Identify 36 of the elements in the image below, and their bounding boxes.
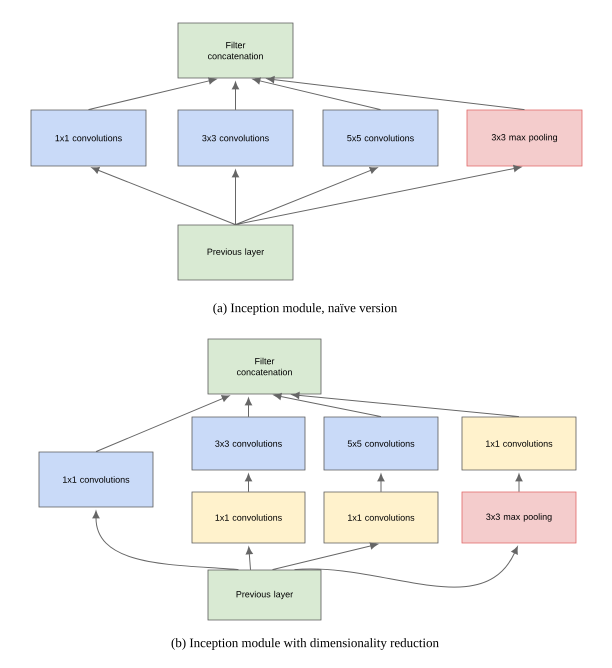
caption: (b) Inception module with dimensionality reduction [172,638,439,650]
layer-box: Previous layer [178,224,294,280]
layer-box: Filter concatenation [178,22,294,78]
arrow [274,392,382,418]
arrow [91,166,236,226]
layer-box: Filter concatenation [208,338,322,394]
arrow [235,165,522,226]
arrow [252,77,381,110]
convolution-box: 1x1 convolutions [324,492,438,544]
arrow [92,510,239,570]
arrow [244,474,252,492]
pooling-box: 3x3 max pooling [462,492,576,544]
convolution-box: 3x3 convolutions [178,110,294,166]
arrow [96,395,230,452]
arrow [272,542,378,570]
arrow [88,77,216,110]
convolution-box: 1x1 convolutions [192,492,306,544]
arrow [232,170,240,226]
pooling-box: 3x3 max pooling [466,110,582,166]
convolution-box: 5x5 convolutions [324,416,438,470]
convolution-box: 3x3 convolutions [192,416,306,470]
arrow [232,82,240,110]
arrow [246,546,253,570]
arrow [235,166,378,226]
convolution-box: 1x1 convolutions [30,110,146,166]
convolution-box: 1x1 convolutions [462,416,576,470]
arrow [266,76,525,110]
arrow [377,474,385,492]
arrow [244,398,252,418]
caption: (a) Inception module, naïve version [213,303,398,315]
arrow [292,392,520,418]
arrow [294,546,518,588]
convolution-box: 5x5 convolutions [322,110,438,166]
convolution-box: 1x1 convolutions [38,452,154,508]
layer-box: Previous layer [208,570,322,620]
arrow [515,474,523,492]
